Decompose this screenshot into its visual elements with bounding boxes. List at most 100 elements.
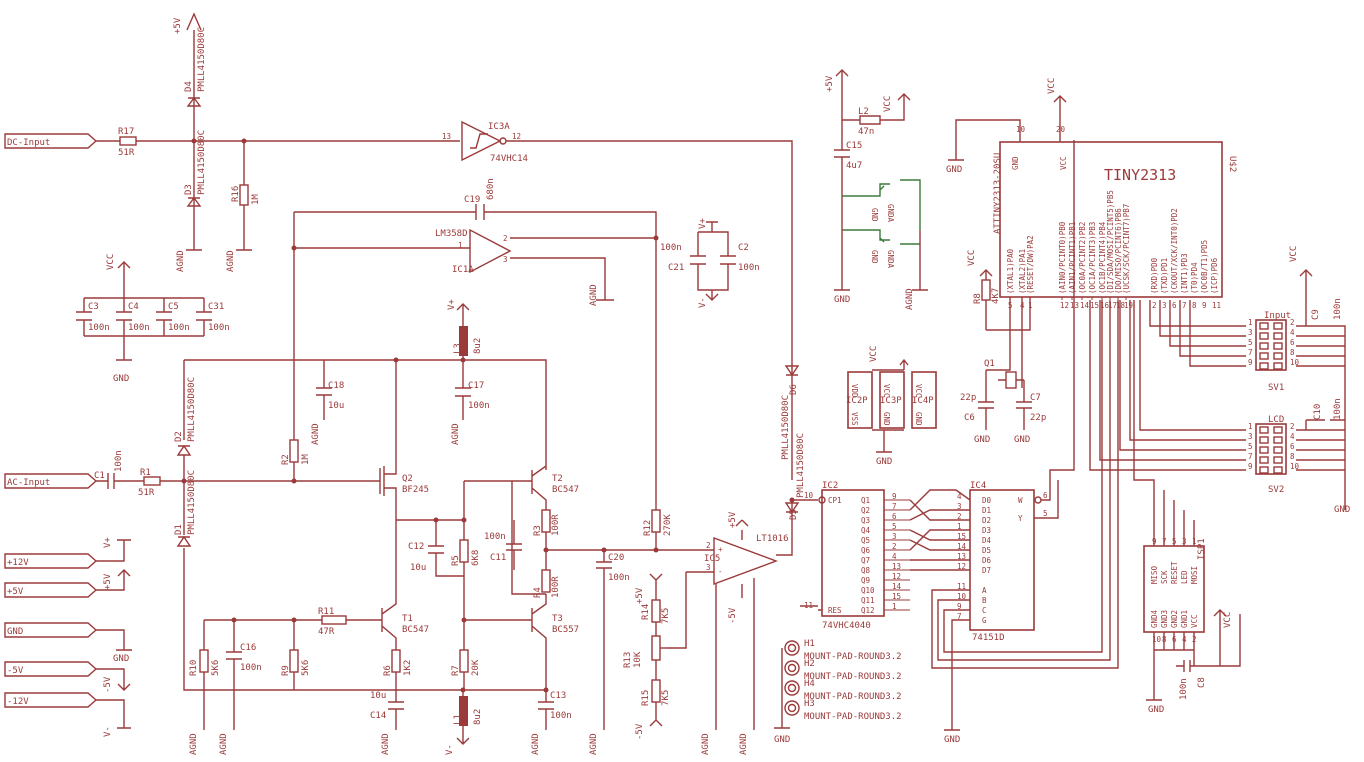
svg-text:VCC: VCC [106, 254, 116, 270]
c1-label: C1 [94, 471, 105, 481]
svg-text:MOUNT-PAD-ROUND3.2: MOUNT-PAD-ROUND3.2 [804, 672, 902, 682]
svg-text:C18: C18 [328, 381, 344, 391]
ic2-pin-name: Q5 [861, 536, 870, 545]
svg-text:D6: D6 [789, 384, 799, 395]
header-pin [1273, 352, 1283, 360]
header-pin-num: 2 [1290, 422, 1295, 431]
svg-text:IC2: IC2 [822, 481, 838, 491]
svg-text:VCC: VCC [882, 384, 891, 398]
svg-text:V-: V- [698, 297, 708, 308]
ic2-pin-name: Q7 [861, 556, 870, 565]
svg-text:100n: 100n [468, 401, 490, 411]
svg-text:+5V: +5V [825, 75, 835, 92]
svg-text:100n: 100n [1333, 298, 1343, 320]
isp-pin-label: MOSI [1190, 566, 1199, 584]
header-pin-num: 9 [1248, 358, 1253, 367]
header-pin-num: 8 [1290, 348, 1295, 357]
capacitor-c16: C16 100n AGND [219, 620, 262, 755]
ic4-pin-name: D5 [982, 546, 991, 555]
ic2-pin-name: Q2 [861, 506, 870, 515]
diode-d5: D5 PMLL4150D80C [784, 433, 818, 520]
diode-d3: D3 PMLL4150D80C [184, 130, 207, 207]
svg-text:R5: R5 [451, 555, 461, 566]
svg-text:C5: C5 [168, 302, 179, 312]
svg-text:100R: 100R [551, 576, 561, 598]
diode-d6: D6 PMLL4150D80C [781, 365, 800, 460]
resistor-r1: R1 51R [138, 468, 161, 498]
svg-text:VCC: VCC [1047, 78, 1057, 94]
svg-text:R14: R14 [641, 604, 651, 620]
svg-text:AGND: AGND [701, 733, 711, 755]
header-pin [1273, 426, 1283, 434]
svg-text:R10: R10 [189, 660, 199, 676]
isp-pin-label: GND3 [1160, 610, 1169, 628]
svg-text:5: 5 [1043, 509, 1048, 518]
svg-text:ISP1: ISP1 [1197, 538, 1207, 560]
ic4-pin-name: D3 [982, 526, 991, 535]
tiny-pin-num: 14 [1080, 301, 1090, 310]
svg-text:74VHC4040: 74VHC4040 [822, 621, 871, 631]
port-p5-label: +5V [7, 587, 24, 597]
ic2-pin-num: 3 [892, 532, 897, 541]
svg-text:3: 3 [503, 255, 508, 264]
svg-text:10u: 10u [370, 691, 386, 701]
header-pin-num: 10 [1290, 358, 1300, 367]
svg-text:MOUNT-PAD-ROUND3.2: MOUNT-PAD-ROUND3.2 [804, 652, 902, 662]
svg-text:AGND: AGND [739, 733, 749, 755]
ic2-pin-num: 14 [892, 582, 902, 591]
ic2-pin-num: 12 [892, 572, 901, 581]
ic2-pin-num: 4 [892, 552, 897, 561]
header-pin [1273, 322, 1283, 330]
svg-text:C4: C4 [128, 302, 139, 312]
svg-text:BF245: BF245 [402, 485, 429, 495]
svg-text:100n: 100n [240, 663, 262, 673]
tiny-pin-num: 16 [1100, 301, 1110, 310]
svg-text:R15: R15 [641, 690, 651, 706]
svg-text:2: 2 [503, 234, 508, 243]
tiny-pin-label: (RXD)PD0 [1150, 257, 1159, 294]
svg-text:H1: H1 [804, 639, 815, 649]
svg-text:GND: GND [774, 735, 790, 745]
tiny-pin-num: 3 [1162, 301, 1167, 310]
svg-text:5K6: 5K6 [301, 660, 311, 676]
gnd-label: GND [113, 654, 129, 664]
port-m5-label: -5V [7, 666, 24, 676]
tiny-pin-label: (OC1A/PCINT3)PB3 [1088, 222, 1097, 294]
svg-text:C6: C6 [964, 413, 975, 423]
transistor-q2: Q2 BF245 [379, 357, 429, 520]
tiny-pin-num: 8 [1192, 301, 1197, 310]
agnd-label-r16: AGND [226, 250, 236, 272]
svg-text:100n: 100n [1333, 398, 1343, 420]
ic4-pin-name: D1 [982, 506, 991, 515]
capacitor-c19: C19 680n [291, 178, 659, 510]
svg-text:C11: C11 [490, 553, 506, 563]
ic4-pin-num: 15 [957, 532, 966, 541]
ic4-pin-num: 13 [957, 552, 966, 561]
ic4-sel-name: B [982, 596, 987, 605]
ic4-sel-name: G [982, 616, 987, 625]
isp-pin-num: 4 [1182, 635, 1187, 644]
svg-text:IC4: IC4 [970, 481, 986, 491]
svg-text:VDD: VDD [850, 384, 859, 398]
ic2-pin-name: Q10 [861, 586, 875, 595]
svg-text:BC547: BC547 [402, 625, 429, 635]
agnd-label-d3: AGND [176, 250, 186, 272]
isp-pin-num: 2 [1192, 635, 1197, 644]
svg-text:10: 10 [804, 491, 814, 500]
port-m12-label: -12V [7, 697, 29, 707]
svg-text:GND: GND [834, 295, 850, 305]
svg-text:VCC: VCC [1059, 156, 1068, 170]
svg-text:IC3P: IC3P [880, 396, 902, 406]
svg-text:V+: V+ [698, 218, 708, 229]
svg-text:GNDA: GNDA [886, 250, 895, 269]
capacitor-c12: C12 10u [408, 520, 464, 577]
header-pin-num: 7 [1248, 452, 1253, 461]
ic2-pin-num: 5 [892, 522, 897, 531]
svg-text:10K: 10K [633, 651, 643, 668]
ic4-pin-num: 4 [957, 492, 962, 501]
svg-text:2: 2 [706, 541, 711, 550]
svg-text:PMLL4150D80C: PMLL4150D80C [197, 27, 207, 92]
resistor-r16: R16 1M [231, 184, 261, 206]
svg-text:11: 11 [804, 601, 813, 610]
